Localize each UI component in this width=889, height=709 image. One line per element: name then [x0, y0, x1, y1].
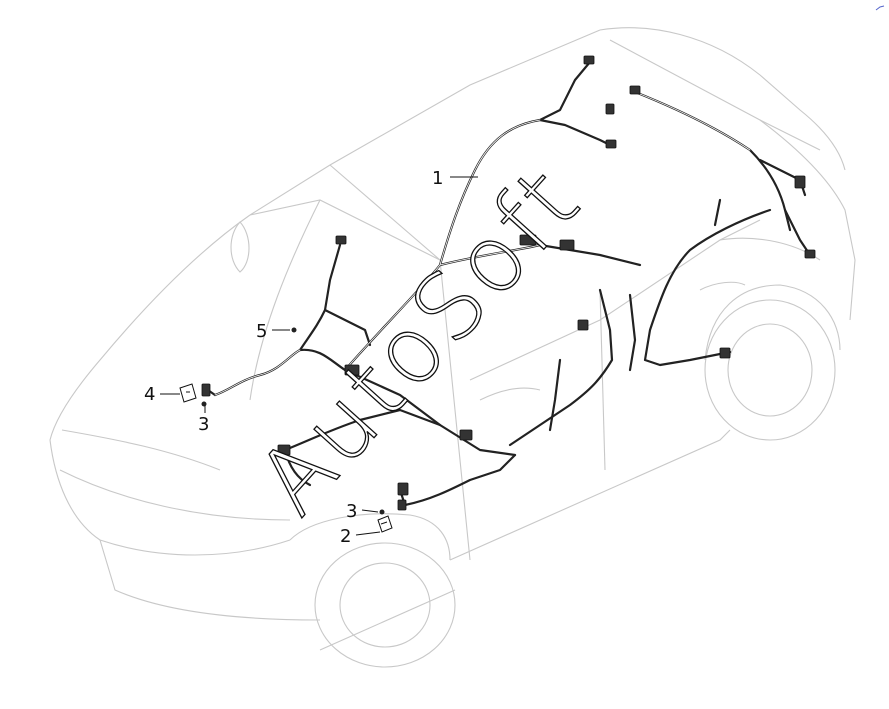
callout-labels: 1 2 3 3 4 5 [144, 168, 443, 547]
corner-mark-icon [875, 5, 885, 11]
wiring-harness [203, 60, 812, 507]
callout-3-rear: 3 [346, 501, 357, 522]
watermark-text: AutoSoft [237, 146, 602, 535]
callout-1: 1 [432, 168, 443, 189]
bracket-part-4 [179, 383, 197, 403]
callout-5: 5 [256, 321, 267, 342]
clip-part-3-front [201, 401, 207, 407]
clip-part-3-rear [379, 509, 385, 515]
small-parts [179, 327, 393, 533]
callout-3-front: 3 [198, 414, 209, 435]
callout-4: 4 [144, 384, 155, 405]
harness-connectors [201, 55, 816, 511]
callout-leaders [160, 176, 478, 536]
watermark: AutoSoft [236, 145, 603, 535]
callout-2: 2 [340, 526, 351, 547]
bracket-part-2 [377, 515, 393, 533]
grommet-part-5 [291, 327, 297, 333]
vehicle-body-outline [49, 27, 856, 668]
